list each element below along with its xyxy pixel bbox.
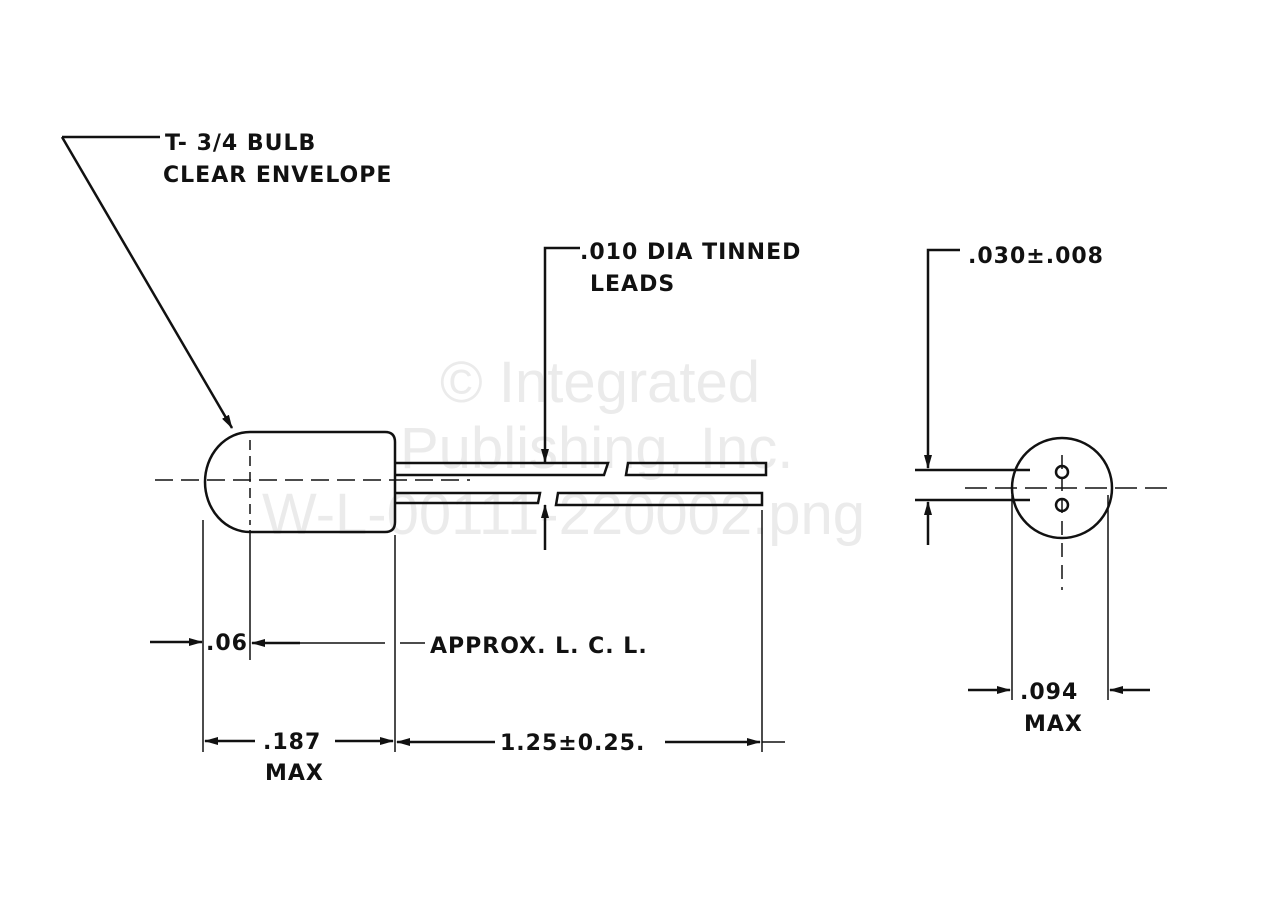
- lead-length-label: 1.25±0.25.: [500, 731, 645, 756]
- spacing-leader: [924, 248, 960, 469]
- dim-094-max-label: MAX: [1024, 712, 1083, 737]
- lead-hole: [1054, 497, 1070, 513]
- lower-lead-b: [554, 491, 764, 507]
- watermark: © Integrated Publishing, Inc. W-L-00111-…: [262, 350, 865, 547]
- approx-lcl-label: APPROX. L. C. L.: [430, 634, 648, 659]
- lead-hole: [1054, 464, 1070, 480]
- dim-06-label: .06: [206, 631, 248, 656]
- leads-label-2: LEADS: [590, 272, 675, 297]
- leads-leader: [541, 246, 580, 463]
- upper-lead-b: [624, 461, 768, 477]
- lower-lead-a: [395, 491, 542, 505]
- watermark-line-1: © Integrated: [440, 350, 760, 415]
- bulb-leader-arrow: [60, 136, 234, 429]
- dim-187-label: .187: [263, 730, 321, 755]
- envelope-label: CLEAR ENVELOPE: [163, 163, 392, 188]
- dim-094-label: .094: [1020, 680, 1078, 705]
- bulb-type-label: T- 3/4 BULB: [165, 131, 316, 156]
- labels: T- 3/4 BULB CLEAR ENVELOPE .010 DIA TINN…: [163, 131, 1104, 786]
- bulb-outline: [203, 430, 397, 534]
- dim-187-max-label: MAX: [265, 761, 324, 786]
- lead-spacing-label: .030±.008: [968, 244, 1104, 269]
- upper-lead-a: [395, 461, 610, 477]
- watermark-line-2: Publishing, Inc.: [400, 416, 793, 481]
- leads-label-1: .010 DIA TINNED: [580, 240, 801, 265]
